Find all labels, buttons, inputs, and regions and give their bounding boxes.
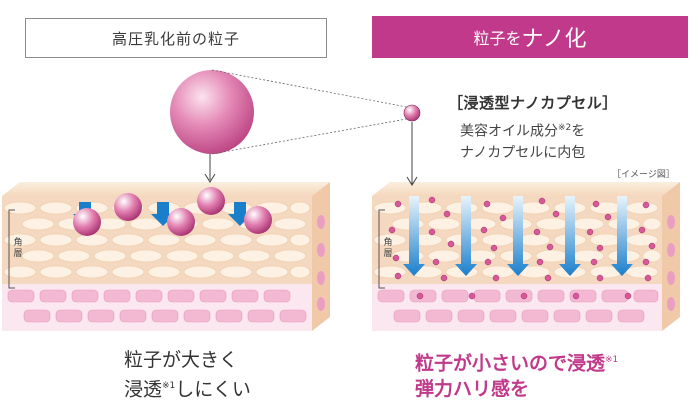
nano-capsule-icon bbox=[403, 104, 421, 122]
image-note: ［イメージ図］ bbox=[612, 170, 675, 180]
large-particle-arrow-head bbox=[204, 173, 216, 183]
penetrate-arrow-5 bbox=[611, 196, 633, 276]
capsule-title: ［浸透型ナノカプセル］ bbox=[448, 94, 618, 112]
right-penetrating-arrows bbox=[403, 196, 633, 276]
right-side-cells bbox=[667, 215, 675, 311]
capsule-description: 美容オイル成分※2を ナノカプセルに内包 bbox=[460, 123, 586, 161]
nano-title-prefix: 粒子を bbox=[473, 29, 522, 48]
left-stuck-particles bbox=[73, 187, 272, 236]
nano-caption: 粒子が小さいので浸透※1 弾力ハリ感を bbox=[415, 352, 619, 401]
stuck-particle bbox=[244, 206, 272, 234]
left-lower-cells bbox=[7, 289, 307, 323]
penetrate-arrow-4 bbox=[559, 196, 581, 276]
penetrate-arrow-1 bbox=[403, 196, 425, 276]
zoom-line-top bbox=[211, 69, 413, 109]
stuck-particle bbox=[167, 208, 195, 236]
left-layer-bracket bbox=[8, 209, 15, 289]
nano-capsule-arrow-head bbox=[406, 176, 418, 186]
nano-title-emph: ナノ化 bbox=[521, 27, 587, 52]
left-side-cells bbox=[317, 215, 325, 311]
right-lower-cells bbox=[377, 289, 659, 323]
penetrate-arrow-3 bbox=[507, 196, 529, 276]
right-skin-top-face bbox=[372, 182, 680, 196]
penetrate-arrow-2 bbox=[455, 196, 477, 276]
before-title-box: 高圧乳化前の粒子 bbox=[25, 18, 327, 58]
large-particle-icon bbox=[170, 70, 254, 154]
nano-title-box: 粒子をナノ化 bbox=[372, 16, 688, 58]
left-skin-top-face bbox=[2, 182, 330, 196]
nano-particles bbox=[388, 196, 656, 300]
right-layer-bracket bbox=[378, 209, 385, 289]
stuck-particle bbox=[73, 208, 101, 236]
stuck-particle bbox=[197, 187, 225, 215]
right-layer-label: 角 層 bbox=[383, 238, 393, 259]
left-layer-label: 角 層 bbox=[13, 238, 23, 259]
stuck-particle bbox=[114, 193, 142, 221]
before-caption: 粒子が大きく 浸透※1しにくい bbox=[124, 349, 251, 401]
zoom-line-bottom bbox=[211, 117, 413, 155]
before-title: 高圧乳化前の粒子 bbox=[111, 29, 240, 48]
